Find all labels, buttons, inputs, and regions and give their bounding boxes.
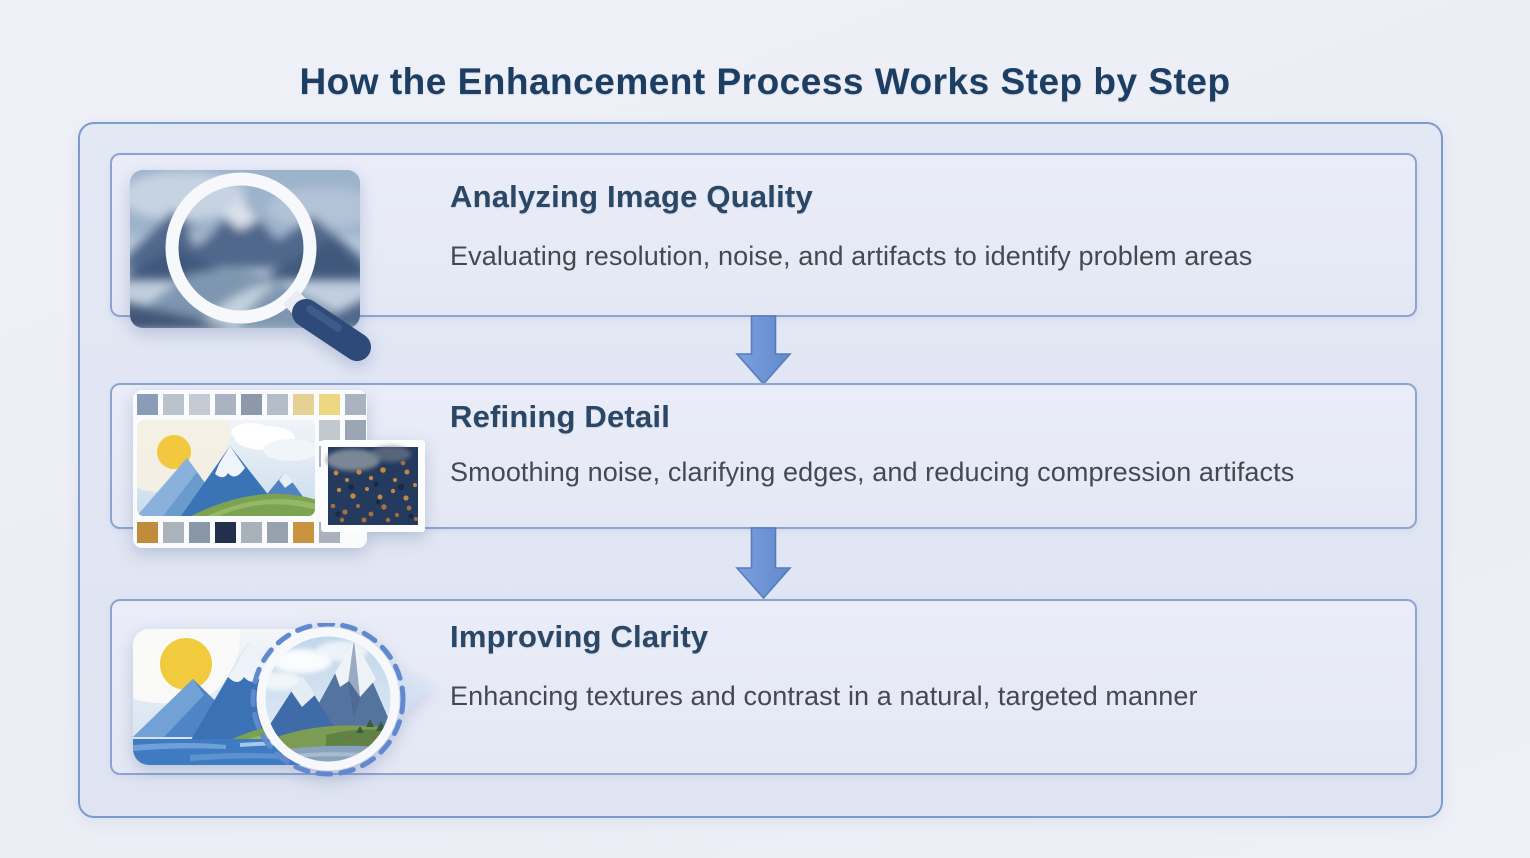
- pixel-palette-photo-icon: [133, 390, 425, 548]
- flat-landscape-picture: [137, 420, 315, 516]
- noise-patch-inset: [321, 440, 425, 532]
- down-arrow-icon: [735, 527, 792, 600]
- magnifier-blurry-photo-icon: [130, 170, 371, 361]
- step-description: Enhancing textures and contrast in a nat…: [450, 681, 1198, 711]
- step-card-improving-clarity: Improving Clarity Enhancing textures and…: [110, 599, 1417, 777]
- step-description: Smoothing noise, clarifying edges, and r…: [450, 457, 1295, 487]
- step-title: Improving Clarity: [450, 619, 709, 654]
- down-arrow-icon: [735, 315, 792, 386]
- step-description: Evaluating resolution, noise, and artifa…: [450, 241, 1253, 271]
- clarity-lens: [250, 623, 406, 777]
- step-text-block: Refining Detail Smoothing noise, clarify…: [450, 399, 1395, 488]
- step-title: Analyzing Image Quality: [450, 179, 813, 214]
- step-card-analyzing-image-quality: Analyzing Image Quality Evaluating resol…: [110, 153, 1417, 361]
- clarity-lens-photo-icon: [133, 623, 435, 777]
- process-container: Analyzing Image Quality Evaluating resol…: [78, 122, 1443, 818]
- step-text-block: Analyzing Image Quality Evaluating resol…: [450, 179, 1395, 272]
- step-text-block: Improving Clarity Enhancing textures and…: [450, 619, 1395, 712]
- magnifying-glass: [165, 172, 371, 361]
- step-title: Refining Detail: [450, 399, 671, 434]
- page-title: How the Enhancement Process Works Step b…: [299, 60, 1231, 102]
- step-card-refining-detail: Refining Detail Smoothing noise, clarify…: [110, 383, 1417, 548]
